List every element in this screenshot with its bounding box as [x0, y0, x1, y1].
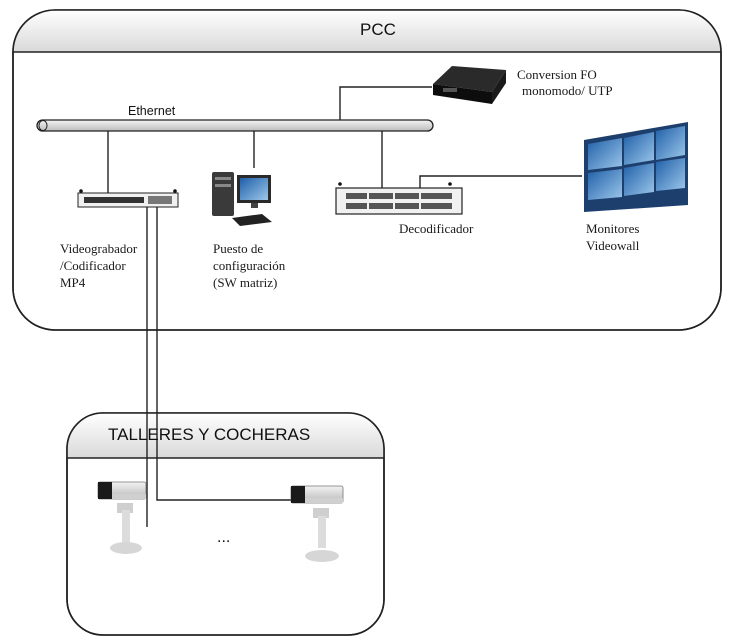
connection-lines: [107, 86, 582, 527]
ethernet-bus: [36, 119, 434, 132]
fo-converter-label-2: monomodo/ UTP: [522, 83, 613, 98]
fo-converter-label-1: Conversion FO: [517, 67, 597, 82]
videograbador-label: Videograbador /Codificador MP4: [60, 241, 138, 290]
videowall-icon: [584, 122, 688, 212]
talleres-title: TALLERES Y COCHERAS: [108, 425, 311, 444]
pcc-title: PCC: [360, 20, 396, 39]
link-bus-fo-converter: [339, 86, 432, 120]
decodificador-label: Decodificador: [399, 221, 474, 236]
videograbador-icon: [77, 189, 179, 208]
talleres-box: [66, 412, 385, 636]
link-decodificador-videowall: [419, 175, 582, 188]
puesto-label: Puesto de configuración (SW matriz): [213, 241, 286, 290]
camera-2-icon: [290, 485, 344, 562]
link-recorder-camera2: [156, 207, 291, 501]
decodificador-icon: [335, 182, 463, 215]
camera-1-icon: [97, 481, 147, 554]
ellipsis: ...: [217, 529, 231, 546]
monitores-label: Monitores Videowall: [586, 221, 640, 253]
workstation-icon: [212, 172, 272, 226]
pcc-box: [12, 9, 722, 331]
ethernet-label: Ethernet: [128, 104, 176, 118]
fo-converter-icon: [433, 66, 506, 104]
